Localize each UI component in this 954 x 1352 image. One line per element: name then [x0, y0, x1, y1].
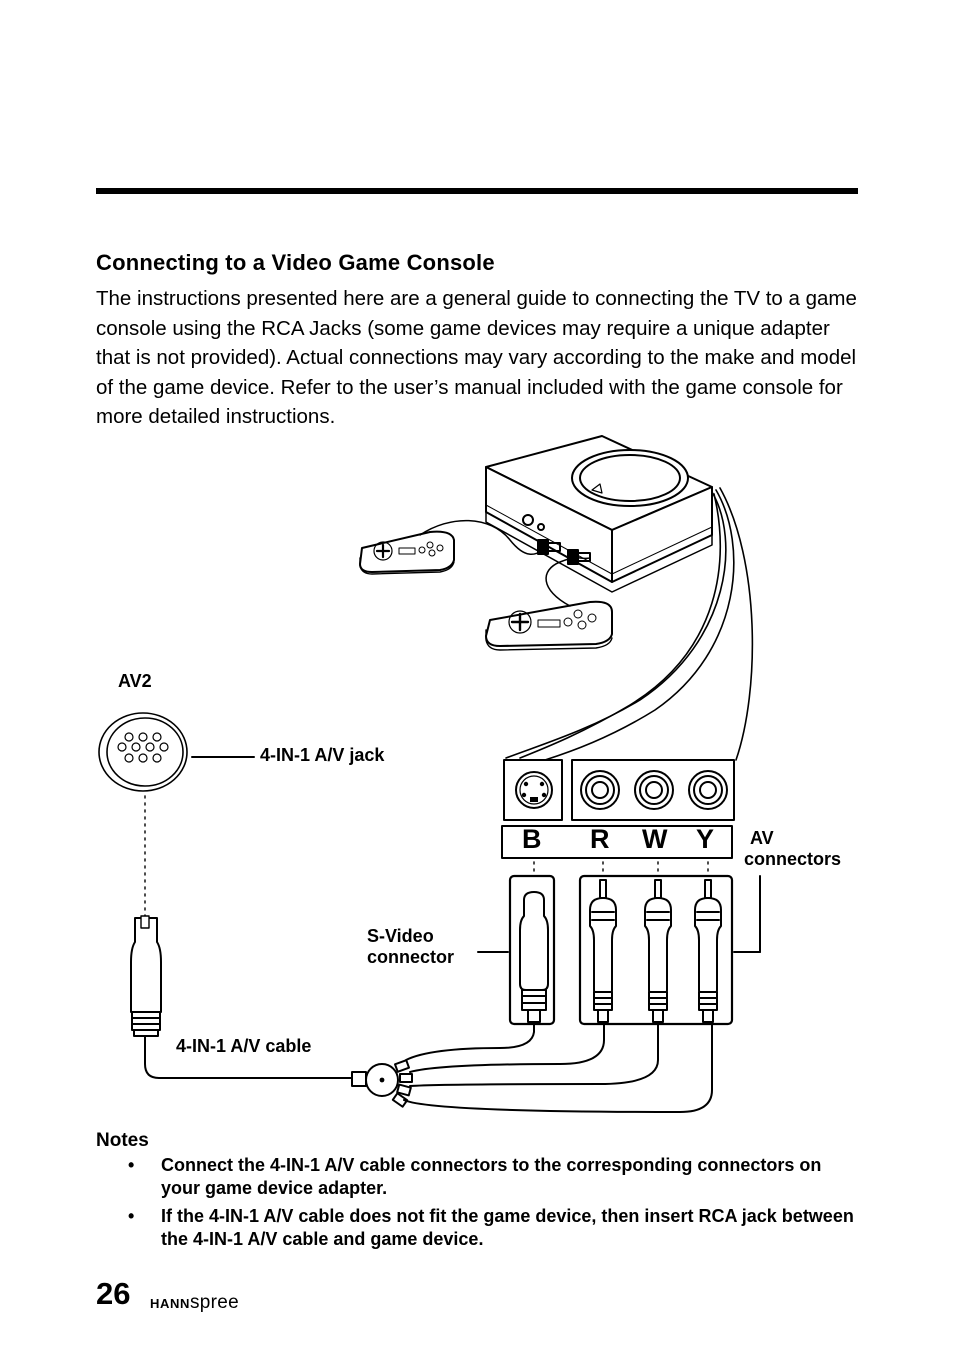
- svideo-plug-illustration: [508, 874, 556, 1026]
- connector-letter-w: W: [642, 824, 668, 854]
- av2-port-illustration: [98, 712, 255, 792]
- note-item: • If the 4-IN-1 A/V cable does not fit t…: [128, 1205, 858, 1251]
- av-cable-label: 4-IN-1 A/V cable: [176, 1036, 312, 1056]
- rca-plugs-illustration: [477, 874, 761, 1026]
- bullet-icon: •: [128, 1206, 135, 1226]
- four-in-one-plug-illustration: [130, 915, 360, 1079]
- controller-2-illustration: [485, 549, 613, 651]
- connector-letter-r: R: [590, 824, 610, 854]
- notes-title: Notes: [96, 1130, 149, 1151]
- av-label-line2: connectors: [744, 849, 842, 869]
- section-title: Connecting to a Video Game Console: [96, 250, 495, 275]
- page-number: 26: [96, 1276, 131, 1311]
- header-rule: [96, 188, 858, 194]
- note-text: If the 4-IN-1 A/V cable does not fit the…: [161, 1206, 854, 1249]
- game-console-illustration: [485, 435, 713, 593]
- svideo-connector-label: S-Video connector: [367, 926, 454, 968]
- connector-letter-b: B: [522, 824, 542, 854]
- brand-light: spree: [189, 1292, 239, 1313]
- console-cables: [505, 487, 754, 761]
- note-item: • Connect the 4-IN-1 A/V cable connector…: [128, 1154, 858, 1200]
- intro-paragraph: The instructions presented here are a ge…: [96, 287, 857, 428]
- controller-1-illustration: [359, 519, 561, 575]
- svideo-label-line1: S-Video: [367, 926, 434, 946]
- bullet-icon: •: [128, 1155, 135, 1175]
- splitter-hub-illustration: [351, 1021, 713, 1113]
- note-text: Connect the 4-IN-1 A/V cable connectors …: [161, 1155, 822, 1198]
- av-label-line1: AV: [750, 828, 774, 848]
- connector-letter-y: Y: [696, 824, 715, 854]
- brand-bold: HANN: [150, 1296, 190, 1311]
- av2-port-label: AV2: [118, 671, 152, 691]
- av-connectors-label: AV connectors: [744, 828, 841, 870]
- svideo-label-line2: connector: [367, 947, 455, 967]
- av-connector-block: [501, 759, 735, 859]
- av-jack-label: 4-IN-1 A/V jack: [260, 745, 385, 765]
- brand-logo: HANNspree: [150, 1292, 239, 1315]
- notes-list: • Connect the 4-IN-1 A/V cable connector…: [128, 1154, 858, 1256]
